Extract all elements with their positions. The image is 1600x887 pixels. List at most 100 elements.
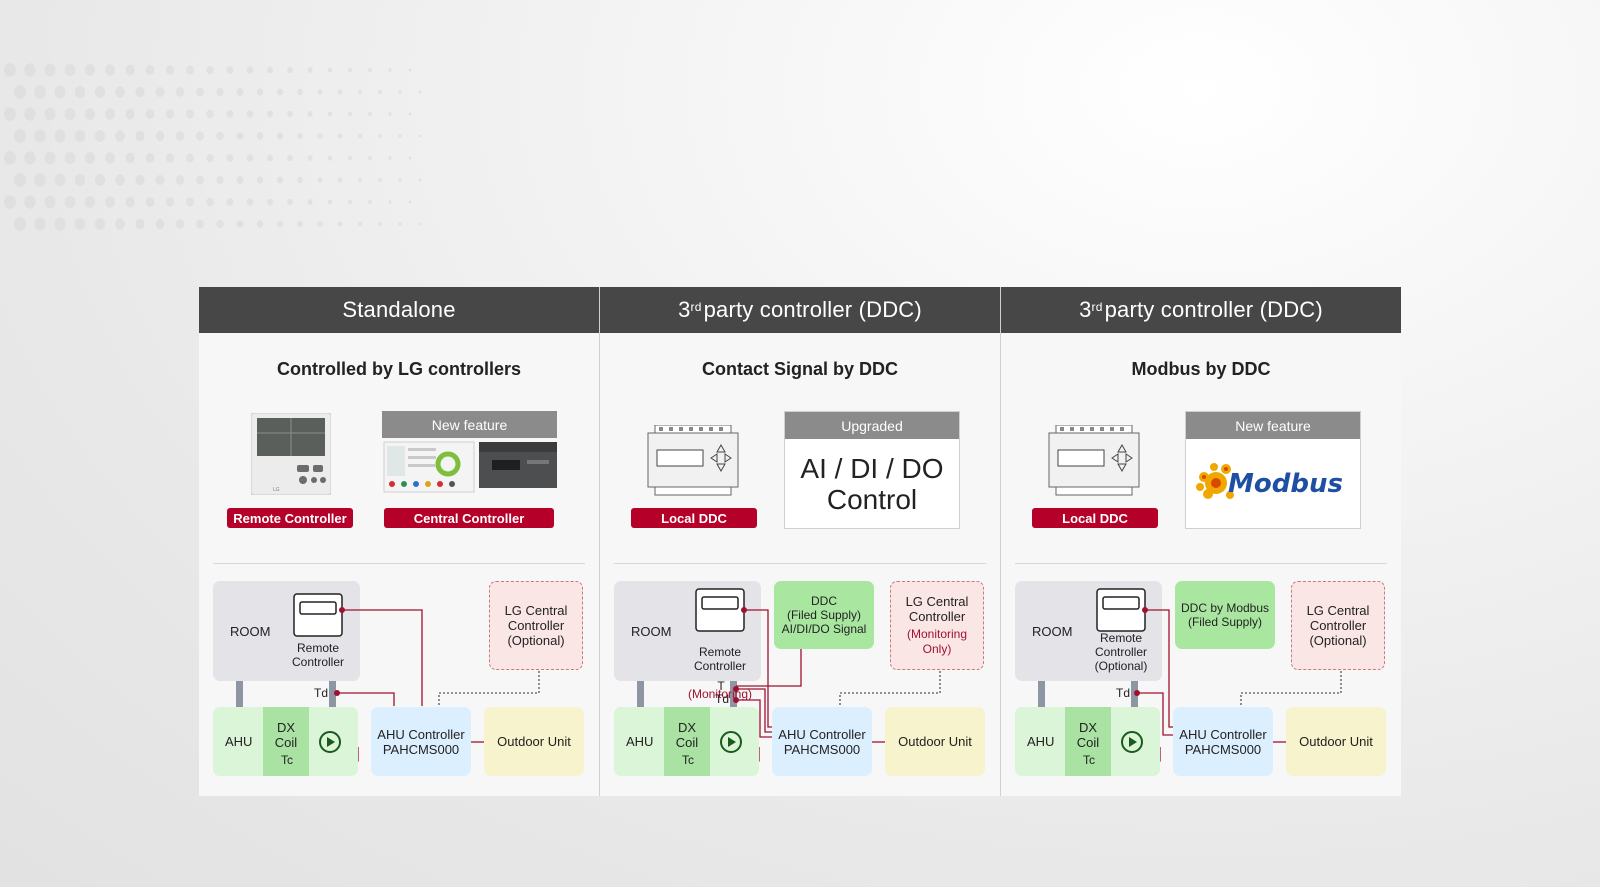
background-dot	[165, 109, 175, 119]
background-dot	[226, 154, 234, 162]
background-dot	[378, 221, 382, 227]
fan-icon	[319, 731, 341, 753]
background-dot	[408, 68, 412, 72]
lg-central-controller-box: LG Central Controller (Monitoring Only)	[890, 581, 984, 670]
background-dot	[337, 133, 343, 139]
header-superscript: rd	[690, 300, 702, 314]
modbus-logo-text: Modbus	[1228, 469, 1343, 499]
section-divider	[1015, 563, 1387, 564]
ddc-by-modbus-box: DDC by Modbus (Filed Supply)	[1175, 581, 1275, 649]
background-dot	[44, 195, 56, 209]
background-dot	[246, 154, 254, 162]
background-dot	[135, 130, 145, 142]
background-dot	[115, 86, 125, 98]
background-dot	[145, 196, 155, 208]
background-dot	[34, 217, 46, 231]
background-dot	[105, 196, 115, 208]
background-dot	[135, 218, 145, 230]
background-dot	[54, 85, 66, 99]
outdoor-unit-box: Outdoor Unit	[484, 707, 584, 776]
background-dot	[388, 68, 392, 72]
background-dot	[125, 108, 135, 120]
background-dot	[216, 175, 224, 185]
background-dot	[155, 130, 165, 142]
ahu-controller-box: AHU Controller PAHCMS000	[772, 707, 872, 776]
background-dot	[266, 198, 274, 206]
background-dot	[408, 156, 412, 160]
tc-label: Tc	[682, 753, 694, 767]
background-dot	[357, 221, 363, 227]
background-dot	[297, 88, 303, 96]
big-text-line-2: Control	[826, 484, 918, 515]
header-number: 3	[1079, 297, 1092, 322]
fan-icon	[720, 731, 742, 753]
background-dot	[236, 88, 244, 96]
column-header-title: party controller (DDC)	[1104, 297, 1323, 322]
background-dot	[398, 134, 402, 138]
column-header-title: Standalone	[342, 297, 456, 322]
background-dot	[64, 195, 76, 209]
background-dot	[378, 89, 382, 95]
background-dot	[256, 220, 264, 228]
background-dot	[125, 196, 135, 208]
background-dot	[378, 133, 382, 139]
section-divider	[213, 563, 585, 564]
background-dot	[4, 195, 16, 209]
diagram-contact-signal: ROOM Remote Controller	[600, 287, 1000, 796]
background-dot	[327, 111, 333, 117]
column-header-title: party controller (DDC)	[703, 297, 922, 322]
background-dot	[398, 178, 402, 182]
background-dot	[418, 134, 422, 138]
background-dot	[287, 110, 293, 118]
new-feature-box: New feature	[382, 411, 557, 493]
background-dot	[226, 66, 234, 74]
local-ddc-image	[647, 425, 739, 496]
background-dot	[64, 107, 76, 121]
background-dot	[196, 175, 204, 185]
svg-text:LG: LG	[273, 487, 280, 493]
header-number: 3	[678, 297, 691, 322]
column-standalone: Standalone Controlled by LG controllers …	[199, 287, 599, 796]
background-dot	[418, 178, 422, 182]
background-dot	[54, 173, 66, 187]
remote-controller-text: Remote Controller (Monitoring)	[686, 631, 754, 701]
background-dot	[408, 200, 412, 204]
td-label: Td	[313, 686, 328, 700]
background-dot	[4, 151, 16, 165]
ahu-controller-box: AHU Controller PAHCMS000	[1173, 707, 1273, 776]
background-dot	[24, 107, 36, 121]
background-dot	[155, 86, 165, 98]
outdoor-unit-box: Outdoor Unit	[885, 707, 985, 776]
background-dot	[14, 217, 26, 231]
background-dot	[287, 198, 293, 206]
background-dot	[347, 199, 353, 205]
background-dot	[135, 174, 145, 186]
background-dot	[34, 85, 46, 99]
ddc-signal-box: DDC (Filed Supply) AI/DI/DO Signal	[774, 581, 874, 649]
background-dot	[84, 196, 96, 208]
background-dot	[115, 130, 125, 142]
background-dot	[125, 64, 135, 76]
background-dot	[196, 131, 204, 141]
central-controller-image	[383, 441, 557, 493]
wiring	[1038, 588, 1342, 764]
background-dot	[115, 218, 125, 230]
background-dot	[317, 89, 323, 95]
background-dot	[74, 129, 86, 143]
background-dot	[94, 174, 106, 186]
background-dot	[44, 151, 56, 165]
background-dot	[266, 154, 274, 162]
background-dot	[175, 131, 185, 141]
central-label: LG Central Controller	[905, 594, 969, 624]
background-dot	[276, 220, 284, 228]
background-dot	[186, 153, 194, 163]
background-dot	[94, 130, 106, 142]
background-dot	[418, 90, 422, 94]
background-dot	[84, 108, 96, 120]
background-dot	[226, 198, 234, 206]
lg-central-controller-box: LG Central Controller (Optional)	[1291, 581, 1385, 670]
feature-bar: Upgraded	[785, 412, 959, 439]
